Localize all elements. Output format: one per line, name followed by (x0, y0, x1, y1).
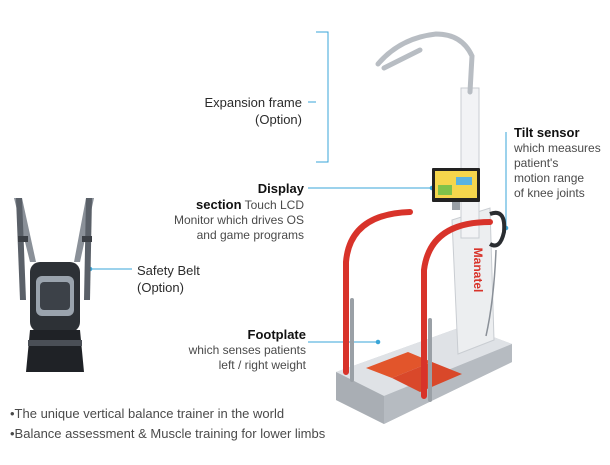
footplate-title: Footplate (247, 327, 307, 342)
footplate-desc-line2: left / right weight (218, 358, 306, 372)
display-desc-line4: and game programs (196, 228, 304, 242)
feature-list: •The unique vertical balance trainer in … (10, 404, 325, 444)
display-monitor (432, 168, 480, 210)
tilt-sensor-desc-line1: which measures (514, 141, 601, 155)
tilt-sensor-device (485, 210, 507, 337)
expansion-frame-title: Expansion frame (204, 95, 302, 110)
safety-belt-label: Safety Belt (Option) (137, 262, 200, 296)
display-title: Display (257, 181, 304, 196)
safety-belt-option: (Option) (137, 280, 184, 295)
expansion-frame (375, 31, 475, 95)
safety-belt-title: Safety Belt (137, 263, 200, 278)
tilt-sensor-desc-line2: patient's (514, 156, 559, 170)
footplate-dot (375, 339, 381, 345)
tilt-sensor-desc-line4: of knee joints (514, 186, 585, 200)
safety-belt-harness (14, 198, 94, 372)
tilt-sensor-label: Tilt sensor which measures patient's mot… (514, 124, 608, 201)
handrails (343, 209, 493, 402)
display-label: Display section Touch LCD Monitor which … (148, 180, 304, 243)
feature-item: •The unique vertical balance trainer in … (10, 406, 285, 421)
expansion-frame-bracket (316, 31, 329, 163)
feature-item: •Balance assessment & Muscle training fo… (10, 426, 326, 441)
tilt-sensor-title: Tilt sensor (514, 125, 580, 140)
footplate-desc-line1: which senses patients (188, 343, 306, 357)
expansion-frame-label: Expansion frame (Option) (190, 94, 302, 128)
display-title-section: section (196, 197, 242, 212)
expansion-frame-option: (Option) (255, 112, 302, 127)
tilt-sensor-desc-line3: motion range (514, 171, 585, 185)
display-subtitle: Touch LCD (241, 198, 304, 212)
brand-mark: Manatel (471, 248, 485, 293)
footplate-label: Footplate which senses patients left / r… (160, 326, 306, 373)
display-desc-line3: Monitor which drives OS (173, 213, 304, 227)
